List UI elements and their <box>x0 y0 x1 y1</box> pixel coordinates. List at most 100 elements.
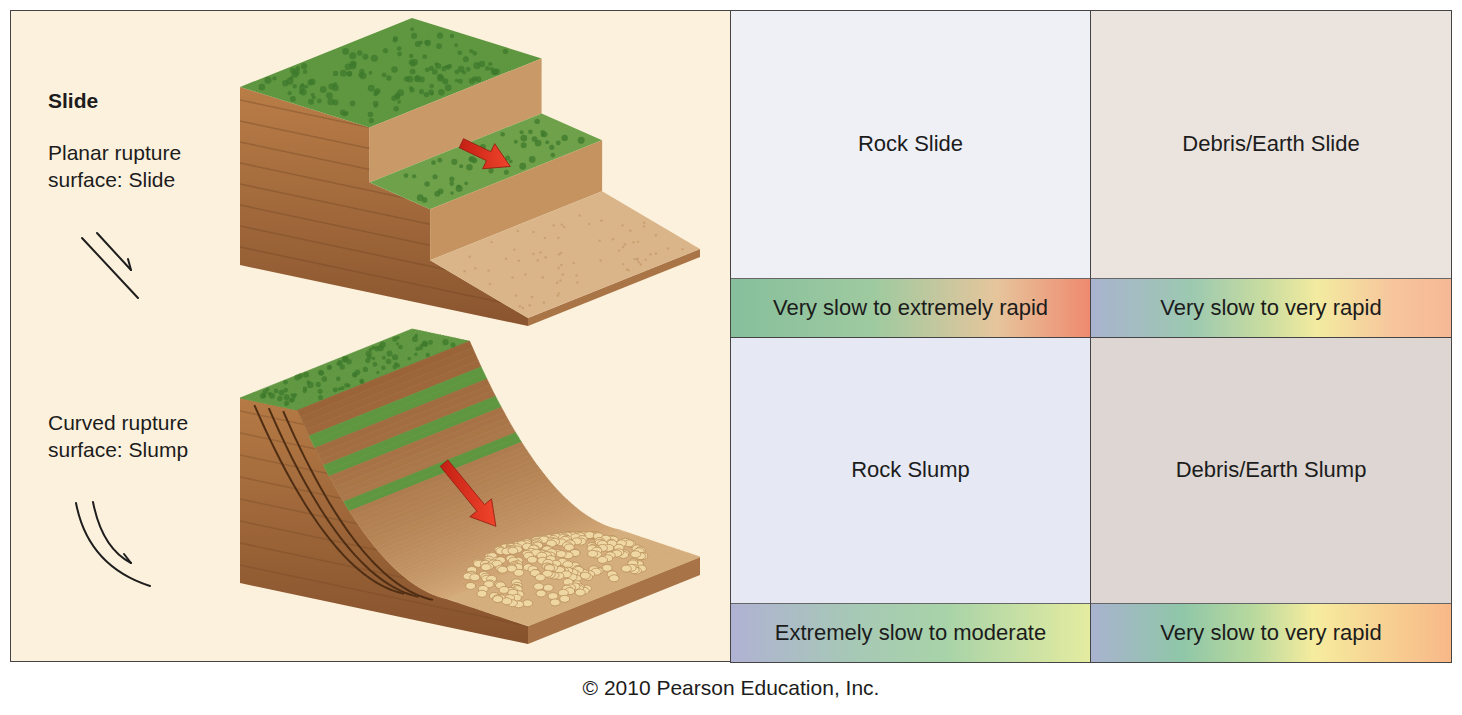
tree-dot <box>290 397 295 402</box>
tree-dot <box>337 360 342 365</box>
sand-grain <box>598 240 600 242</box>
movement-arrow <box>459 139 510 169</box>
sand-grain <box>557 237 559 239</box>
sand-grain <box>489 283 491 285</box>
tree-dot <box>397 46 402 51</box>
tree-dot <box>360 380 364 384</box>
debris-pebble <box>502 598 512 605</box>
sand-grain <box>556 294 558 296</box>
caption-slot: © 2010 Pearson Education, Inc. <box>0 676 1462 700</box>
debris-pebble <box>481 563 491 570</box>
sand-grain <box>579 214 581 216</box>
sand-grain <box>637 241 639 243</box>
type-cell: Rock SlideVery slow to extremely rapid <box>730 10 1091 338</box>
text-slot: Slide <box>48 87 98 114</box>
half-arrowhead <box>124 554 131 563</box>
tree-dot <box>455 79 459 83</box>
tree-dot <box>407 357 411 361</box>
movement-arrow <box>440 460 496 526</box>
tree-dot <box>277 396 282 401</box>
sand-grain <box>532 253 534 255</box>
tree-dot <box>322 376 328 382</box>
tree-dot <box>294 393 297 396</box>
sand-grain <box>599 259 601 261</box>
tree-dot <box>344 383 349 388</box>
tree-dot <box>343 112 348 117</box>
tree-dot <box>458 79 463 84</box>
sand-grain <box>643 222 645 224</box>
tree-dot <box>419 346 423 350</box>
speed-bar: Very slow to very rapid <box>1091 603 1451 662</box>
tree-dot <box>393 38 398 43</box>
speed-label: Extremely slow to moderate <box>775 619 1046 647</box>
sand-grain <box>513 248 515 250</box>
tree-dot <box>289 398 293 402</box>
tree-dot <box>386 359 392 365</box>
tree-dot <box>562 135 568 141</box>
debris-pebble <box>493 596 503 603</box>
tree-dot <box>419 89 424 94</box>
debris-pebble <box>588 550 598 557</box>
tree-dot <box>284 394 290 400</box>
planar-surface-line <box>97 233 131 270</box>
text-slot: Planar rupture surface: Slide <box>48 139 198 193</box>
tree-dot <box>365 358 370 363</box>
tree-dot <box>549 145 554 150</box>
tree-dot <box>397 89 404 96</box>
tree-dot <box>540 130 545 135</box>
sand-grain <box>544 237 546 239</box>
sand-grain <box>543 301 545 303</box>
tree-dot <box>450 342 455 347</box>
tree-dot <box>429 84 434 89</box>
tree-dot <box>397 52 402 57</box>
tree-dot <box>294 374 300 380</box>
tree-dot <box>437 75 444 82</box>
tree-dot <box>404 173 409 178</box>
rupture-label: Curved rupture surface: Slump <box>48 409 198 463</box>
debris-pebble <box>556 551 566 558</box>
tree-dot <box>551 153 556 158</box>
sand-grain <box>490 241 492 243</box>
tree-dot <box>289 76 293 80</box>
sand-grain <box>600 220 602 222</box>
tree-dot <box>342 358 346 362</box>
debris-pebble <box>499 586 509 593</box>
tree-dot <box>318 389 323 394</box>
tree-dot <box>362 54 368 60</box>
speed-label: Very slow to extremely rapid <box>773 294 1048 322</box>
tree-dot <box>509 159 513 163</box>
debris-pebble <box>493 595 503 602</box>
tree-dot <box>409 86 413 90</box>
debris-pebble <box>543 584 553 591</box>
tree-dot <box>347 71 352 76</box>
tree-dot <box>387 351 393 357</box>
tree-dot <box>464 181 468 185</box>
tree-dot <box>412 174 416 178</box>
tree-dot <box>417 194 424 201</box>
tree-dot <box>312 96 316 100</box>
speed-bar: Very slow to extremely rapid <box>731 278 1090 337</box>
tree-dot <box>463 56 469 62</box>
tree-dot <box>371 55 378 62</box>
tree-dot <box>371 356 375 360</box>
curved-surface-line <box>76 503 150 586</box>
tree-dot <box>266 387 270 391</box>
sand-grain <box>633 258 635 260</box>
tree-dot <box>363 367 368 372</box>
sand-grain <box>667 247 669 249</box>
illustration-panel: SlidePlanar rupture surface: SlideCurved… <box>10 10 731 662</box>
tree-dot <box>456 184 460 188</box>
tree-dot <box>415 75 420 80</box>
tree-dot <box>441 66 446 71</box>
debris-pebble <box>466 582 476 589</box>
speed-bar: Very slow to very rapid <box>1091 278 1451 337</box>
tree-dot <box>456 185 463 192</box>
tree-dot <box>352 61 356 65</box>
tree-dot <box>392 336 397 341</box>
slump-surface <box>502 548 677 618</box>
tree-dot <box>317 99 322 104</box>
tree-dot <box>458 66 465 73</box>
tree-dot <box>327 98 334 105</box>
sand-grain <box>562 273 564 275</box>
